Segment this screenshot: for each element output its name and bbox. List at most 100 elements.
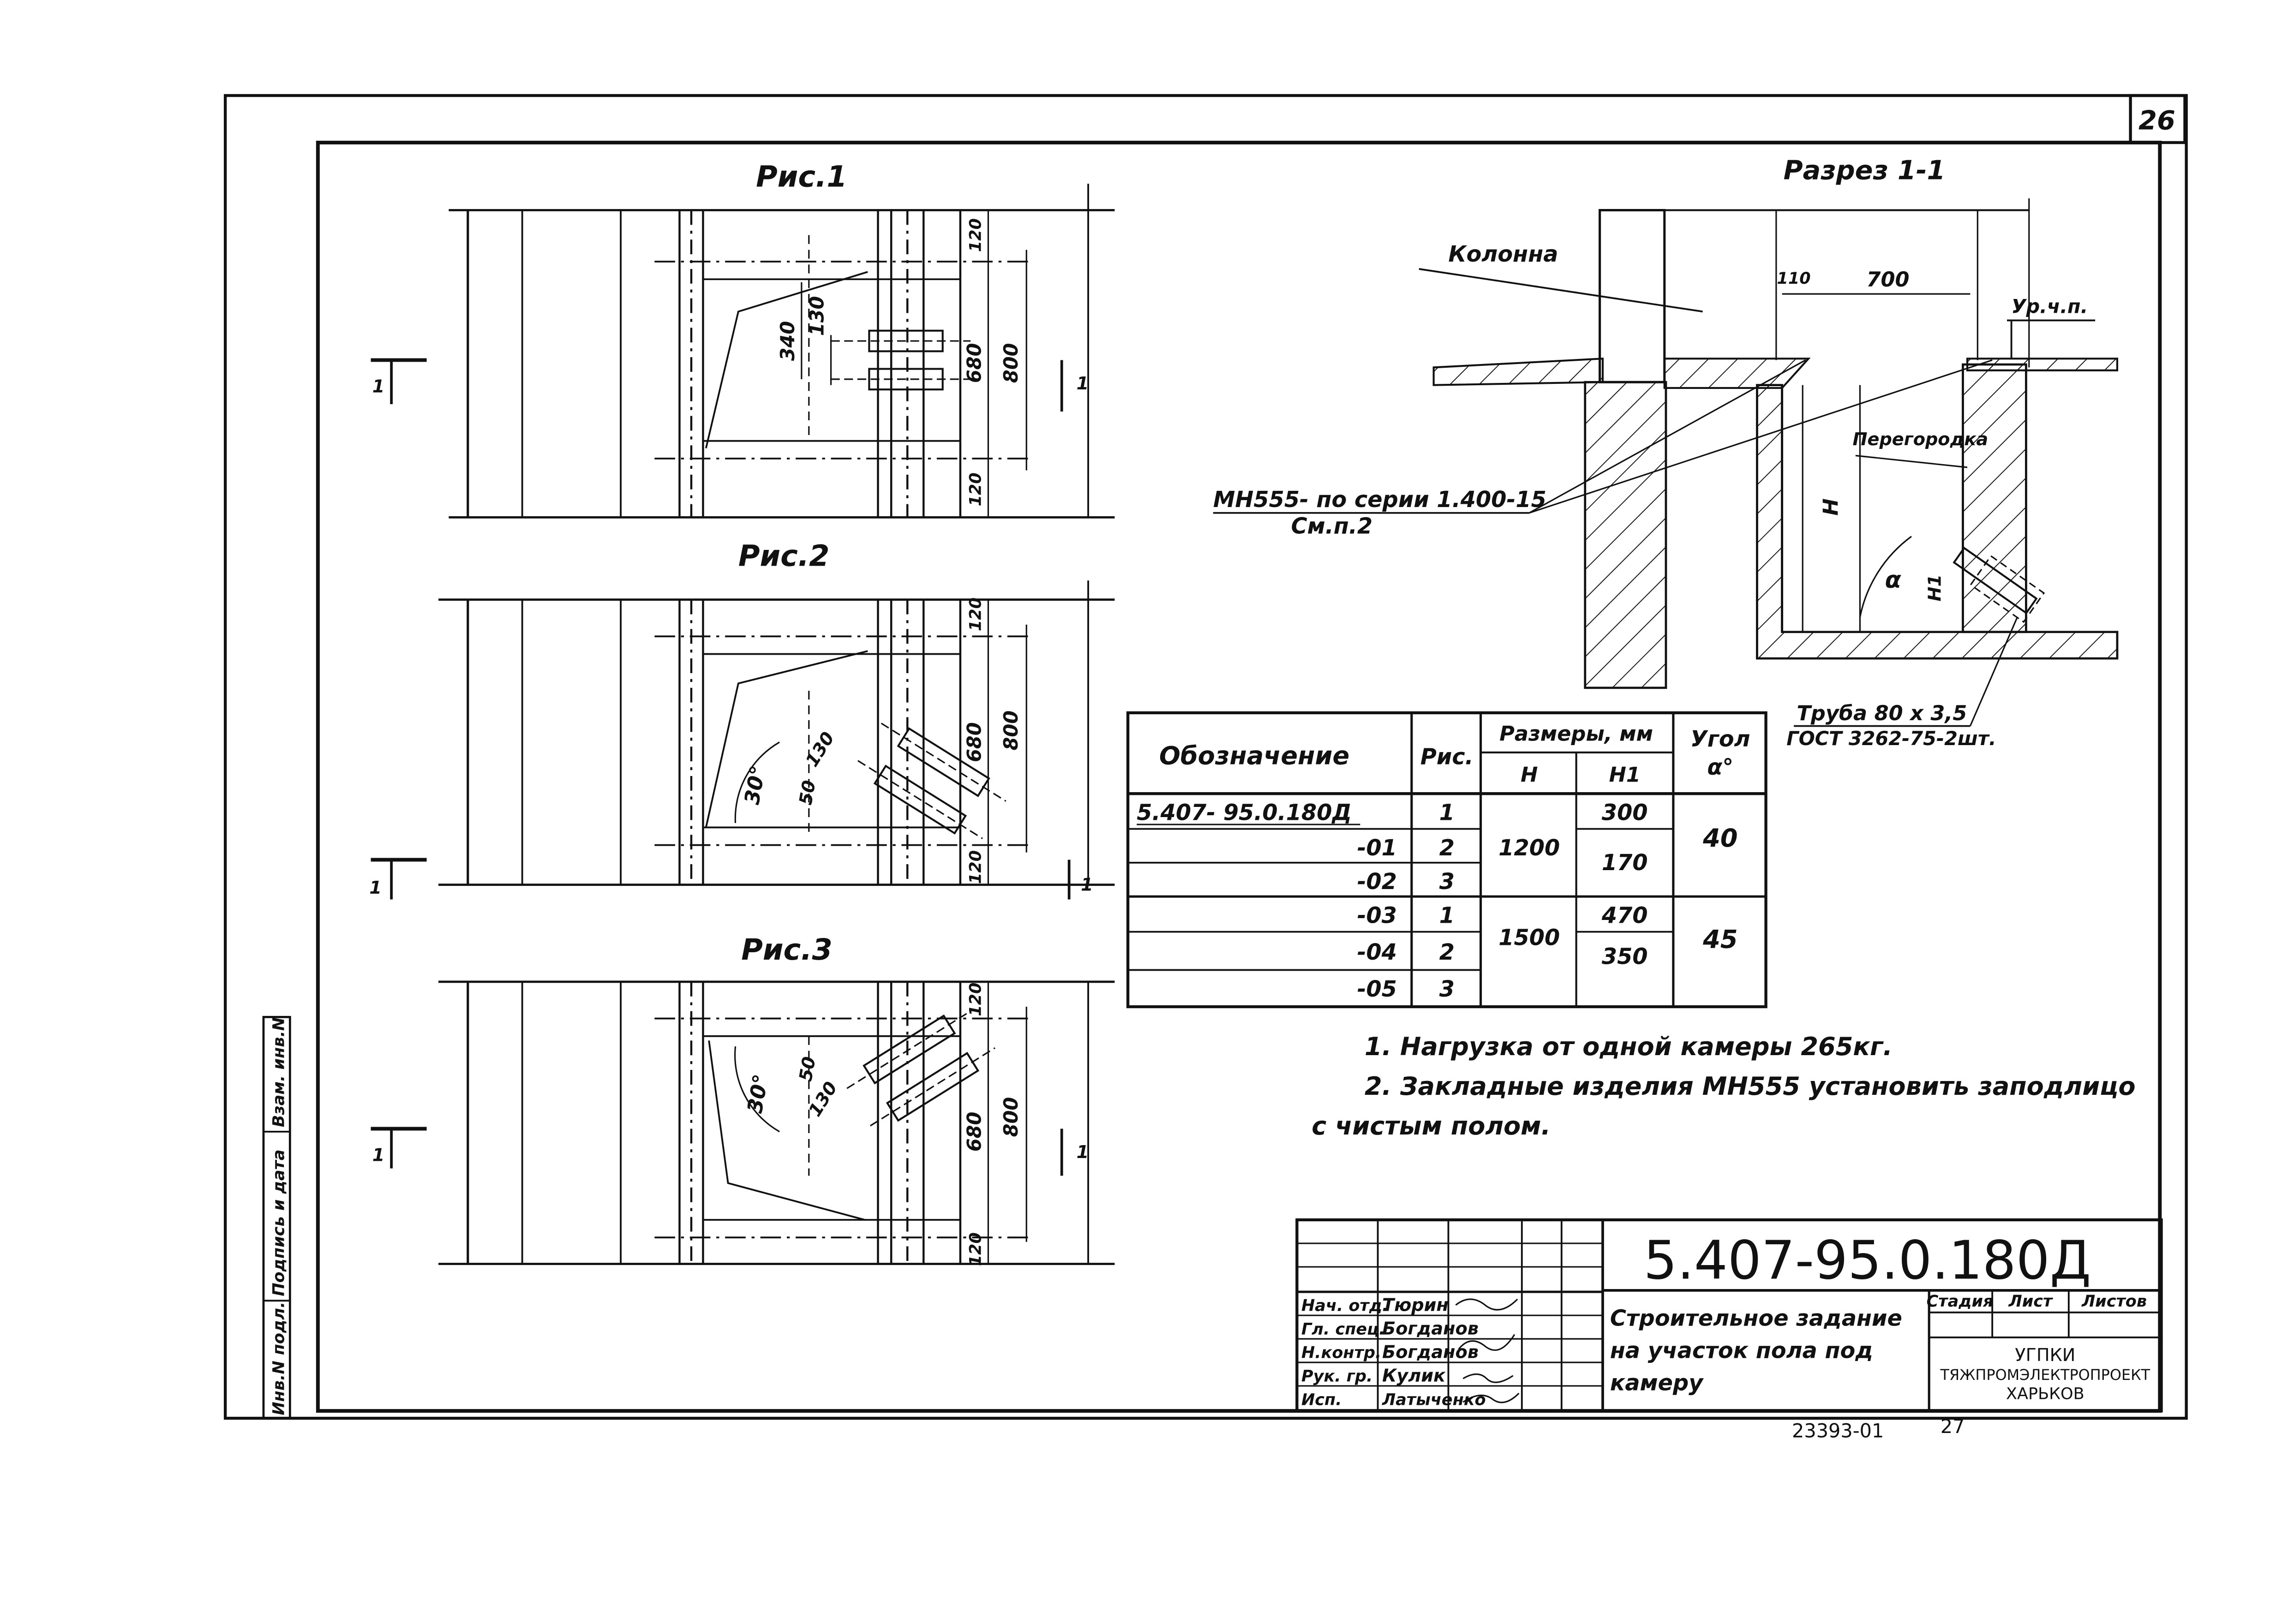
figure-2-section-mark-left: 1	[369, 878, 382, 898]
tb-role-5: Исп.	[1301, 1390, 1342, 1409]
figure-3-dim-800: 800	[1000, 1097, 1022, 1137]
pipe-label-1: Труба 80 x 3,5	[1797, 701, 1967, 725]
embed-label-2: См.п.2	[1291, 513, 1373, 539]
figure-3-dim-680: 680	[964, 1112, 986, 1152]
table-row-2-fig: 2	[1439, 836, 1455, 861]
figure-2-title: Рис.2	[738, 539, 830, 573]
note-2-continued: с чистым полом.	[1312, 1111, 1551, 1140]
floor-level-label: Ур.ч.п.	[2012, 296, 2088, 318]
figure-3-dim-50: 50	[796, 1055, 820, 1083]
section-1-1: Разрез 1-1 Колонна 110 700 Ур.ч.п. Перег…	[1213, 155, 2119, 750]
figure-3-dim-120-top: 120	[966, 983, 985, 1016]
tb-name-2: Богданов	[1382, 1319, 1479, 1339]
sheet-frame: 26	[223, 94, 2188, 1420]
table-row-1-h1: 300	[1602, 800, 1648, 826]
figure-3: Рис.3 30° 50 130 120 680	[371, 933, 1115, 1266]
figure-3-title: Рис.3	[741, 933, 833, 967]
figure-3-dim-120-bottom: 120	[966, 1232, 985, 1266]
figure-2-dim-130: 130	[802, 728, 839, 770]
table-header-h: H	[1521, 763, 1538, 787]
figure-3-dim-130: 130	[805, 1078, 842, 1120]
figure-1-section-mark-right: 1	[1077, 374, 1089, 394]
figure-1-dim-800: 800	[1000, 343, 1022, 383]
embed-label-1: МН555- по серии 1.400-15	[1213, 487, 1546, 513]
notes: 1. Нагрузка от одной камеры 265кг. 2. За…	[1312, 1032, 2135, 1140]
tb-name-5: Латыченко	[1382, 1390, 1486, 1409]
table-angle-group-2: 45	[1702, 925, 1737, 954]
table-row-1-designation: 5.407- 95.0.180Д	[1137, 800, 1352, 826]
figure-1-dim-120-top: 120	[966, 218, 985, 252]
column-body	[1599, 209, 1666, 383]
figure-2-dim-800: 800	[1000, 710, 1022, 750]
table-header-angle: Угол	[1690, 727, 1750, 752]
tb-org-line-2: ТЯЖПРОМЭЛЕКТРОПРОЕКТ	[1940, 1366, 2150, 1384]
section-dim-H: H	[1819, 498, 1843, 515]
figure-1-dim-120-bottom: 120	[966, 472, 985, 506]
tb-sheets-header: Листов	[2081, 1292, 2147, 1311]
table-row-4-fig: 1	[1439, 903, 1455, 929]
table-row-2-h1: 170	[1602, 850, 1648, 876]
figure-2-dim-120-top: 120	[966, 597, 985, 631]
table-header-sizes: Размеры, мм	[1499, 722, 1653, 746]
table-row-2-designation: -01	[1357, 836, 1397, 861]
partition-label: Перегородка	[1853, 430, 1989, 450]
table-h-group-2: 1500	[1498, 925, 1560, 950]
figure-1-dim-130: 130	[806, 296, 828, 336]
section-dim-H1: H1	[1925, 574, 1946, 602]
section-angle: α	[1885, 567, 1902, 594]
table-row-5-designation: -04	[1357, 940, 1397, 965]
side-stamp: Инв.N подл. Подпись и дата Взам. инв.N	[262, 1015, 291, 1420]
tb-name-1: Тюрин	[1382, 1295, 1449, 1315]
figure-2-dim-50: 50	[796, 779, 820, 806]
section-dim-700: 700	[1866, 268, 1909, 292]
tb-role-4: Рук. гр.	[1301, 1367, 1372, 1385]
signatures	[1455, 1298, 1520, 1403]
table-header-angle-symbol: α°	[1707, 755, 1734, 780]
document-code: 5.407-95.0.180Д	[1644, 1230, 2091, 1291]
figure-1-dim-340: 340	[777, 321, 799, 361]
figure-2: Рис.2 30° 130 50 120 680	[369, 539, 1115, 900]
footer-inventory: 23393-01	[1792, 1420, 1884, 1442]
title-block: 5.407-95.0.180Д Нач. отд. Гл. спец. Н.ко…	[1295, 1218, 2163, 1413]
table-row-5-h1: 350	[1602, 944, 1648, 970]
figure-3-angle: 30°	[743, 1073, 773, 1115]
table-row-5-fig: 2	[1439, 940, 1455, 965]
figure-1-section-mark-left: 1	[372, 377, 385, 397]
tb-org-line-3: ХАРЬКОВ	[2006, 1385, 2084, 1403]
figure-2-angle: 30°	[740, 764, 770, 806]
figure-1-title: Рис.1	[756, 160, 847, 194]
figure-1-dim-680: 680	[964, 343, 986, 383]
side-stamp-cell-3: Взам. инв.N	[270, 1017, 288, 1127]
table-row-3-fig: 3	[1439, 869, 1455, 895]
tb-title-line-2: на участок пола под	[1610, 1338, 1873, 1363]
table-row-4-designation: -03	[1357, 903, 1397, 929]
figure-3-section-mark-right: 1	[1077, 1142, 1089, 1163]
tb-title-line-3: камеру	[1610, 1371, 1704, 1396]
note-1: 1. Нагрузка от одной камеры 265кг.	[1365, 1032, 1893, 1061]
table-row-1-fig: 1	[1439, 800, 1455, 826]
side-stamp-cell-2: Подпись и дата	[270, 1149, 288, 1296]
tb-sheet-header: Лист	[2008, 1292, 2053, 1311]
sheet-number: 26	[2138, 105, 2175, 136]
pipe-label-2: ГОСТ 3262-75-2шт.	[1786, 728, 1996, 750]
table-row-6-fig: 3	[1439, 977, 1455, 1002]
tb-stage-header: Стадия	[1927, 1292, 1994, 1311]
figure-2-dim-120-bottom: 120	[966, 850, 985, 884]
tb-name-3: Богданов	[1382, 1342, 1479, 1362]
section-dim-110: 110	[1777, 269, 1811, 288]
tb-role-3: Н.контр.	[1301, 1343, 1381, 1362]
figure-3-section-mark-left: 1	[372, 1146, 385, 1166]
table-header-fig: Рис.	[1420, 744, 1473, 770]
note-2: 2. Закладные изделия МН555 установить за…	[1365, 1072, 2136, 1101]
column-label: Колонна	[1449, 242, 1558, 267]
tb-role-1: Нач. отд.	[1301, 1296, 1388, 1315]
footer-page: 27	[1941, 1415, 1965, 1438]
table-header-h1: H1	[1609, 763, 1641, 787]
table-angle-group-1: 40	[1702, 824, 1737, 853]
figure-2-section-mark-right: 1	[1081, 875, 1093, 895]
tb-role-2: Гл. спец.	[1301, 1320, 1385, 1338]
figure-2-dim-680: 680	[964, 722, 986, 762]
table-row-3-designation: -02	[1357, 869, 1397, 895]
tb-name-4: Кулик	[1382, 1366, 1446, 1386]
